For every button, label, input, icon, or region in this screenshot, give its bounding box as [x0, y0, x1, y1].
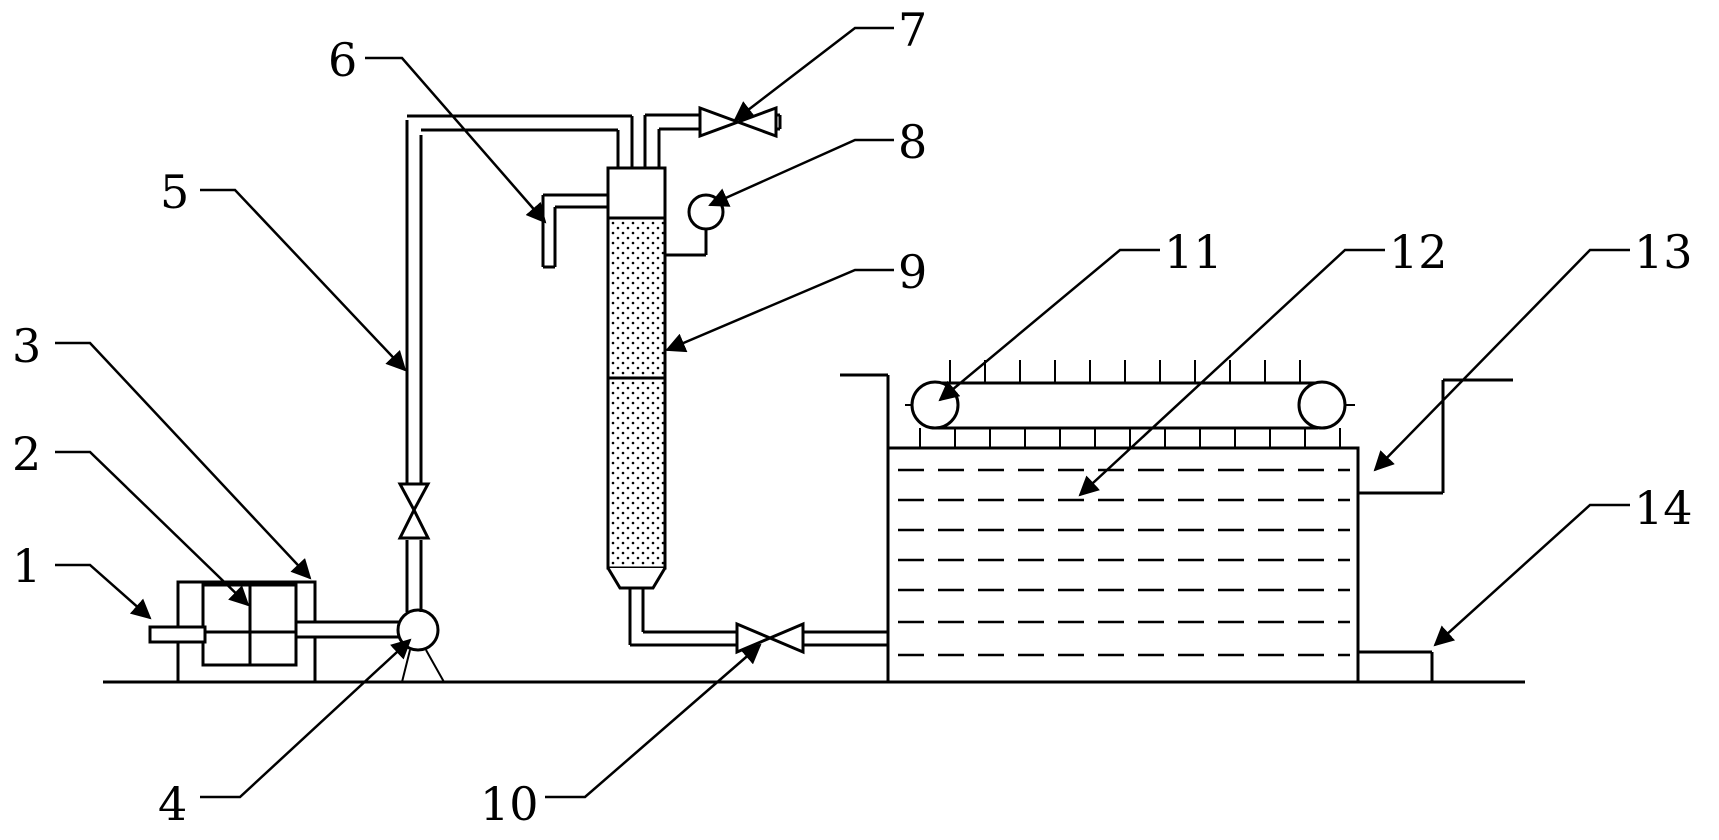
label-10: 10 — [480, 777, 539, 831]
label-6: 6 — [328, 33, 357, 87]
label-14: 14 — [1634, 481, 1693, 535]
label-1: 1 — [12, 539, 41, 593]
overflow-outlet — [1358, 378, 1513, 682]
liquid-tank — [840, 373, 1360, 684]
label-13: 13 — [1634, 225, 1693, 279]
leader-lines — [55, 26, 1630, 799]
side-outlet — [541, 193, 608, 269]
vent-line — [643, 105, 782, 168]
label-7: 7 — [898, 3, 927, 57]
riser-pipe — [397, 114, 634, 612]
label-2: 2 — [12, 427, 41, 481]
label-12: 12 — [1389, 225, 1448, 279]
label-8: 8 — [898, 115, 927, 169]
bottom-line — [630, 621, 890, 682]
label-11: 11 — [1164, 225, 1223, 279]
label-4: 4 — [158, 777, 187, 831]
packed-column — [606, 166, 667, 645]
label-9: 9 — [898, 245, 927, 299]
label-3: 3 — [12, 319, 41, 373]
label-5: 5 — [160, 165, 189, 219]
pump-unit — [148, 580, 408, 682]
